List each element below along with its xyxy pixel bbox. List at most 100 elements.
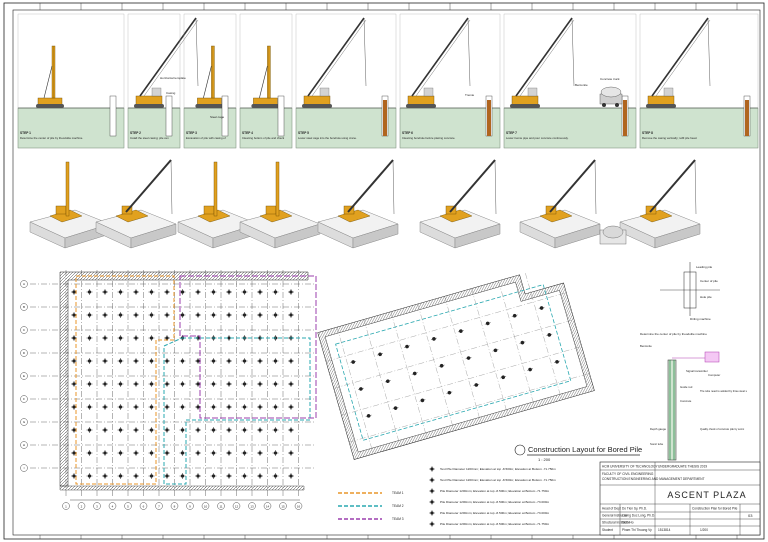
slab-side	[454, 223, 501, 249]
pile-marker	[117, 381, 124, 387]
legend-row: Pile Diameter 1200mm; Elevation at top -…	[429, 510, 550, 516]
step-label: STEP 8	[642, 131, 653, 135]
pile-marker	[210, 404, 217, 410]
detail-label: Sonic tube	[650, 442, 664, 446]
pile-marker	[226, 289, 232, 295]
panel-frame	[127, 13, 181, 149]
borehole	[221, 95, 229, 137]
pile-marker	[257, 381, 263, 387]
steel-cage	[745, 100, 749, 136]
machine-cab	[203, 205, 215, 215]
crane-boom	[549, 159, 596, 213]
grid-bubble	[20, 372, 28, 380]
ground-block	[239, 107, 293, 149]
pile-marker	[179, 473, 186, 479]
ground-block	[295, 107, 397, 149]
legend-text: Test Pile Diameter 1200mm; Elevation at …	[440, 467, 556, 471]
pile-marker	[102, 358, 108, 364]
legend-text: Pile Diameter 1200mm; Elevation at top -…	[440, 489, 550, 493]
step-text: Excavation of pile with casing of	[186, 136, 226, 140]
pile-marker	[288, 427, 294, 433]
grid-bubble	[20, 326, 28, 334]
team-label: TEAM 1	[392, 491, 404, 495]
pile-marker	[210, 358, 217, 364]
legend-row: Pile Diameter 1200mm; Elevation at top -…	[429, 521, 550, 527]
grid-bubble	[155, 502, 163, 510]
pile-marker	[473, 383, 480, 387]
pile-marker	[148, 358, 155, 364]
crane-boom	[449, 159, 496, 213]
crane-cable	[694, 159, 697, 215]
grid-letter: G	[23, 420, 26, 424]
crane-boom	[347, 159, 394, 213]
crane-cable	[594, 159, 597, 215]
pile-marker	[241, 358, 248, 364]
layout-title-text: Construction Layout for Bored Pile	[528, 445, 642, 454]
pile-marker	[511, 313, 518, 318]
pile-marker	[272, 473, 279, 479]
sheet-border-ticks	[39, 3, 738, 539]
pile-marker	[226, 312, 232, 318]
team-label: TEAM 2	[392, 504, 404, 508]
pile-marker	[272, 312, 279, 318]
grid-number: 7	[158, 504, 160, 508]
grid-number: 5	[127, 504, 129, 508]
pile-marker	[241, 404, 248, 410]
pile-marker	[86, 450, 93, 456]
pile-marker	[419, 398, 426, 403]
pile-marker	[257, 450, 263, 456]
detail-note: Quality check of concrete pile by sonic	[700, 427, 745, 431]
pile-marker	[241, 289, 248, 295]
pile-marker	[71, 312, 77, 318]
legend-row: Test Pile Diameter 1200mm; Elevation at …	[429, 477, 556, 483]
tb-row-1-name: Luong Duc Long, Ph.D.	[622, 514, 655, 518]
step-label: STEP 6	[402, 131, 413, 135]
detail-note: The tube need to welded by three steel s	[700, 389, 748, 393]
drilling-rig-icon	[250, 45, 280, 109]
crawler-crane-icon	[301, 17, 367, 109]
pile-marker	[164, 289, 170, 295]
pile-marker	[272, 289, 279, 295]
pile-marker	[257, 404, 263, 410]
grid-letter: H	[23, 443, 25, 447]
grid-letter: B	[23, 305, 25, 309]
step-text: Lower steel cage into the borehole using…	[298, 136, 357, 140]
pile-marker	[102, 404, 108, 410]
pile-marker	[164, 358, 170, 364]
pile-marker	[272, 358, 279, 364]
team-label: TEAM 3	[392, 517, 404, 521]
pile-marker	[484, 321, 491, 326]
detail-label: Center of pile	[700, 279, 718, 283]
tb-row-1-role: General Instructor	[602, 514, 628, 518]
pile-marker	[133, 473, 139, 479]
tb-university: HCM UNIVERSITY OF TECHNOLOGY	[602, 465, 659, 469]
pile-marker	[86, 381, 93, 387]
pile-marker	[164, 473, 170, 479]
ground-block	[639, 107, 759, 149]
grid-line	[341, 346, 582, 416]
grid-number: 9	[189, 504, 191, 508]
pile-marker	[148, 335, 155, 341]
pile-marker	[226, 473, 232, 479]
crane-cable	[392, 159, 395, 215]
legend-text: Pile Diameter 1200mm; Elevation at top -…	[440, 522, 550, 526]
pile-marker	[538, 306, 545, 310]
panel-callout: Bentonite	[575, 83, 588, 87]
step-label: STEP 5	[298, 131, 309, 135]
pile-marker	[86, 473, 93, 479]
rotated-plan	[317, 273, 595, 460]
detail-label: Leading pile	[696, 265, 713, 269]
isometric-equipment-row	[29, 159, 701, 249]
pile-marker	[210, 473, 217, 479]
grid-line	[336, 327, 374, 455]
legend-text: Pile Diameter 1200mm; Elevation at top -…	[440, 511, 550, 515]
grid-letter: D	[23, 351, 26, 355]
machine-cab	[55, 205, 67, 215]
grid-letter: C	[23, 328, 26, 332]
pile-marker	[133, 404, 139, 410]
pile-marker	[195, 450, 201, 456]
pile-marker	[430, 337, 437, 341]
pile-marker	[438, 363, 445, 368]
